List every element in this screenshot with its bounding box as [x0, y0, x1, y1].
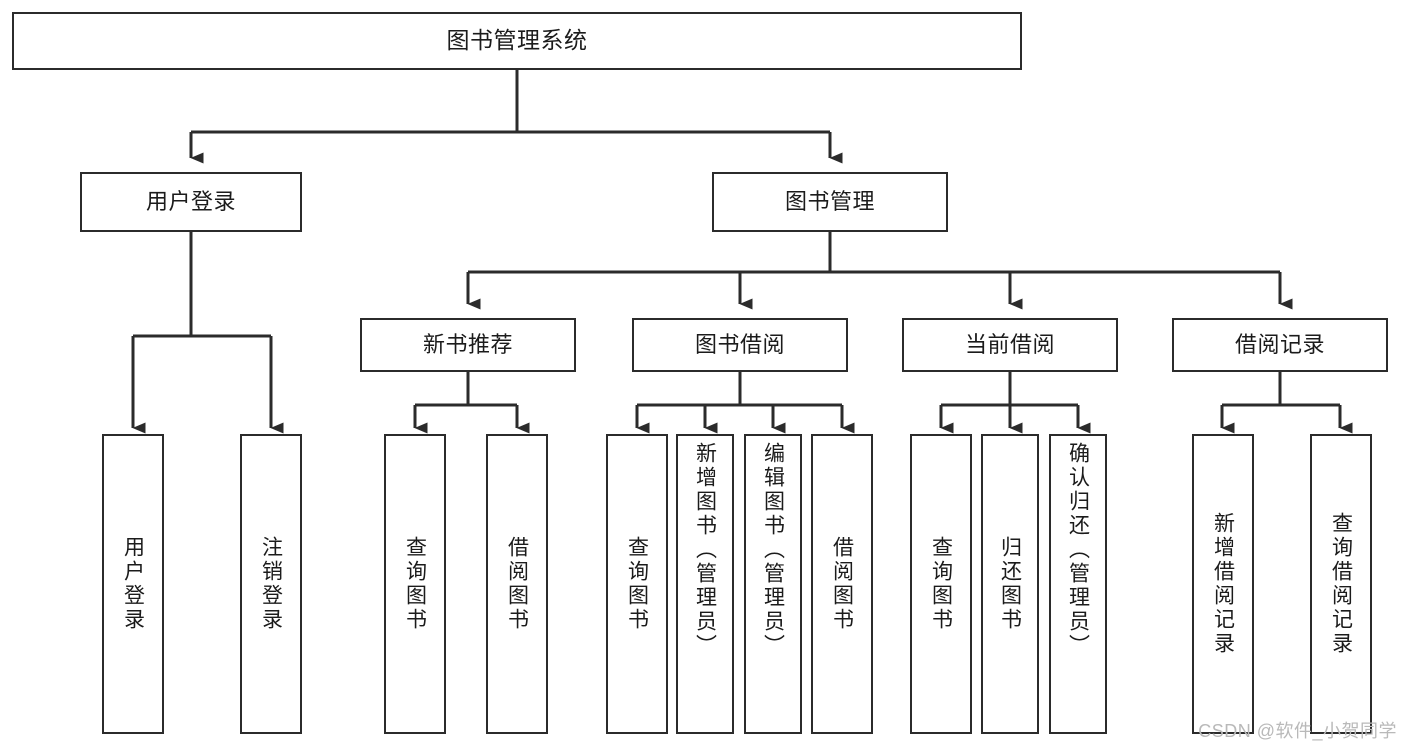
- node-leaf-query-book-1-label: 查询图书: [403, 536, 427, 632]
- node-book-manage-label: 图书管理: [784, 188, 875, 214]
- node-leaf-logout-label: 注销登录: [259, 536, 283, 632]
- csdn-watermark: CSDN @软件_小贺同学: [1198, 721, 1397, 741]
- node-leaf-confirm-return[interactable]: 确认归还（管理员）: [1049, 434, 1107, 734]
- node-borrow-record-label: 借阅记录: [1234, 331, 1325, 357]
- node-leaf-borrow-book-1[interactable]: 借阅图书: [486, 434, 548, 734]
- node-leaf-query-book-3-label: 查询图书: [929, 536, 953, 632]
- node-leaf-return-book-label: 归还图书: [998, 536, 1022, 632]
- node-leaf-add-record-label: 新增借阅记录: [1211, 512, 1235, 656]
- node-user-login-label: 用户登录: [145, 188, 236, 214]
- node-user-login[interactable]: 用户登录: [80, 172, 302, 232]
- node-leaf-query-book-2[interactable]: 查询图书: [606, 434, 668, 734]
- node-new-book-rec[interactable]: 新书推荐: [360, 318, 576, 372]
- node-book-manage[interactable]: 图书管理: [712, 172, 948, 232]
- node-new-book-rec-label: 新书推荐: [422, 331, 513, 357]
- node-leaf-borrow-book-2[interactable]: 借阅图书: [811, 434, 873, 734]
- node-book-borrow[interactable]: 图书借阅: [632, 318, 848, 372]
- node-leaf-return-book[interactable]: 归还图书: [981, 434, 1039, 734]
- node-leaf-query-record[interactable]: 查询借阅记录: [1310, 434, 1372, 734]
- node-leaf-user-login[interactable]: 用户登录: [102, 434, 164, 734]
- node-leaf-add-book-label: 新增图书（管理员）: [693, 442, 717, 658]
- node-leaf-borrow-book-1-label: 借阅图书: [505, 536, 529, 632]
- node-leaf-logout[interactable]: 注销登录: [240, 434, 302, 734]
- node-leaf-add-book[interactable]: 新增图书（管理员）: [676, 434, 734, 734]
- node-root-label: 图书管理系统: [446, 27, 588, 54]
- node-leaf-query-record-label: 查询借阅记录: [1329, 512, 1353, 656]
- node-root[interactable]: 图书管理系统: [12, 12, 1022, 70]
- node-borrow-record[interactable]: 借阅记录: [1172, 318, 1388, 372]
- node-leaf-confirm-return-label: 确认归还（管理员）: [1066, 442, 1090, 658]
- node-leaf-edit-book[interactable]: 编辑图书（管理员）: [744, 434, 802, 734]
- node-current-borrow[interactable]: 当前借阅: [902, 318, 1118, 372]
- node-leaf-query-book-1[interactable]: 查询图书: [384, 434, 446, 734]
- node-book-borrow-label: 图书借阅: [694, 331, 785, 357]
- node-leaf-user-login-label: 用户登录: [121, 536, 145, 632]
- node-leaf-query-book-3[interactable]: 查询图书: [910, 434, 972, 734]
- node-current-borrow-label: 当前借阅: [964, 331, 1055, 357]
- node-leaf-edit-book-label: 编辑图书（管理员）: [761, 442, 785, 658]
- node-leaf-query-book-2-label: 查询图书: [625, 536, 649, 632]
- node-leaf-add-record[interactable]: 新增借阅记录: [1192, 434, 1254, 734]
- node-leaf-borrow-book-2-label: 借阅图书: [830, 536, 854, 632]
